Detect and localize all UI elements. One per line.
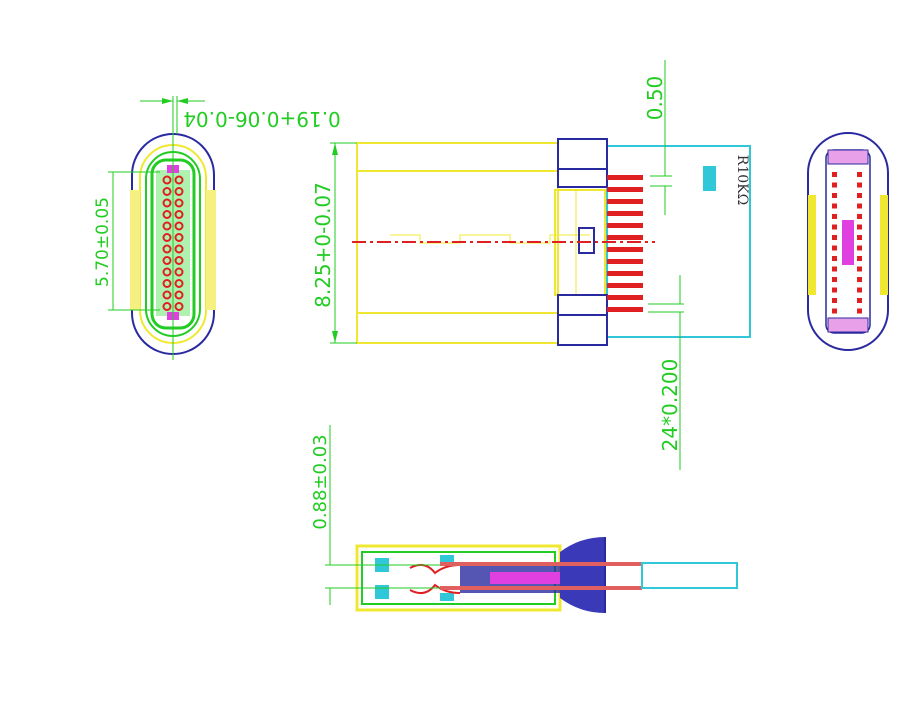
contact xyxy=(832,172,837,177)
contact xyxy=(832,214,837,219)
contact xyxy=(162,244,172,254)
contact xyxy=(174,210,184,219)
pin-width-label: 0.50 xyxy=(643,76,667,121)
contact xyxy=(857,308,862,314)
pin-pitch-label: 24*0.200 xyxy=(658,359,682,452)
pin xyxy=(607,223,643,228)
contact xyxy=(832,245,837,251)
contact xyxy=(832,193,837,198)
pin xyxy=(607,259,643,264)
contact xyxy=(857,256,862,261)
pin xyxy=(607,271,643,276)
contact xyxy=(162,256,172,265)
pin xyxy=(607,199,643,204)
contact xyxy=(174,244,184,254)
contact xyxy=(832,235,837,240)
contact xyxy=(857,172,862,177)
contact xyxy=(832,224,837,230)
contact xyxy=(832,277,837,282)
rear-end-view xyxy=(807,132,889,351)
contact xyxy=(174,187,184,196)
contact xyxy=(174,267,184,277)
pin xyxy=(607,283,643,288)
contact xyxy=(857,203,862,209)
contact xyxy=(162,302,172,311)
tongue-width-label: 5.70±0.05 xyxy=(93,197,113,287)
pin xyxy=(607,247,643,252)
pin xyxy=(607,307,643,312)
contact xyxy=(832,182,837,188)
side-section-view xyxy=(325,425,738,613)
contact xyxy=(857,193,862,198)
pin-thickness-label: 0.19+0.06-0.04 xyxy=(183,107,341,131)
contact xyxy=(857,214,862,219)
contact xyxy=(857,182,862,188)
contact xyxy=(857,224,862,230)
contact xyxy=(857,245,862,251)
contact xyxy=(162,267,172,277)
contact xyxy=(162,290,172,300)
contact xyxy=(174,198,184,208)
contact xyxy=(857,277,862,282)
contact xyxy=(174,233,184,242)
contact xyxy=(162,175,172,185)
contact xyxy=(832,256,837,261)
body-height-label: 8.25+0-0.07 xyxy=(311,182,335,308)
contact xyxy=(857,287,862,293)
contact xyxy=(174,279,184,288)
contact xyxy=(174,221,184,231)
contact xyxy=(857,266,862,272)
contact xyxy=(174,302,184,311)
contact xyxy=(832,203,837,209)
contact xyxy=(162,187,172,196)
pin xyxy=(607,175,643,180)
contact xyxy=(162,233,172,242)
resistor-pad xyxy=(703,166,716,191)
contact xyxy=(174,256,184,265)
contact xyxy=(162,210,172,219)
top-pin-row xyxy=(607,175,643,312)
contact xyxy=(832,298,837,303)
top-view xyxy=(330,60,751,470)
front-pin-contacts xyxy=(162,175,184,311)
contact xyxy=(162,198,172,208)
pin xyxy=(607,295,643,300)
contact xyxy=(832,308,837,314)
contact xyxy=(857,235,862,240)
resistor-label: R10KΩ xyxy=(734,155,750,205)
pin xyxy=(607,187,643,192)
rear-pin-contacts xyxy=(832,172,862,314)
contact xyxy=(174,175,184,185)
pin-gap-label: 0.88±0.03 xyxy=(310,434,331,529)
contact xyxy=(162,279,172,288)
pin xyxy=(607,211,643,216)
contact xyxy=(857,298,862,303)
front-end-view xyxy=(108,96,216,360)
contact xyxy=(162,221,172,231)
contact xyxy=(832,266,837,272)
pin xyxy=(607,235,643,240)
contact xyxy=(832,287,837,293)
contact xyxy=(174,290,184,300)
